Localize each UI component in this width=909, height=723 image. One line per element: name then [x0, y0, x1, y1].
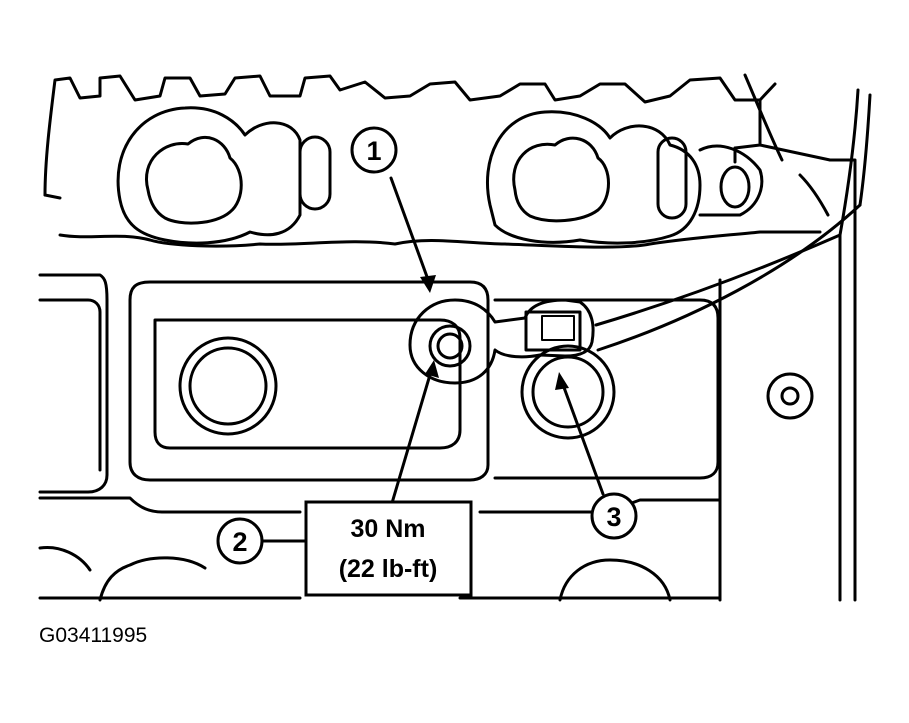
leader-lines	[260, 176, 605, 543]
cylinder-head-right	[718, 73, 857, 602]
callout-3: 3	[590, 492, 638, 540]
callout-2-label: 2	[232, 527, 247, 557]
cylinder-head-upper	[43, 74, 822, 249]
figure-id: G03411995	[39, 624, 148, 647]
callout-2: 2	[216, 517, 264, 565]
callout-1-label: 1	[366, 136, 381, 166]
torque-spec-imperial: (22 lb-ft)	[339, 555, 438, 583]
torque-spec-box: 30 Nm (22 lb-ft)	[304, 500, 473, 597]
engine-block-lower	[38, 273, 720, 494]
callout-1: 1	[350, 126, 398, 174]
knock-sensor	[408, 88, 872, 385]
callout-3-label: 3	[606, 502, 621, 532]
torque-spec-metric: 30 Nm	[350, 515, 425, 543]
